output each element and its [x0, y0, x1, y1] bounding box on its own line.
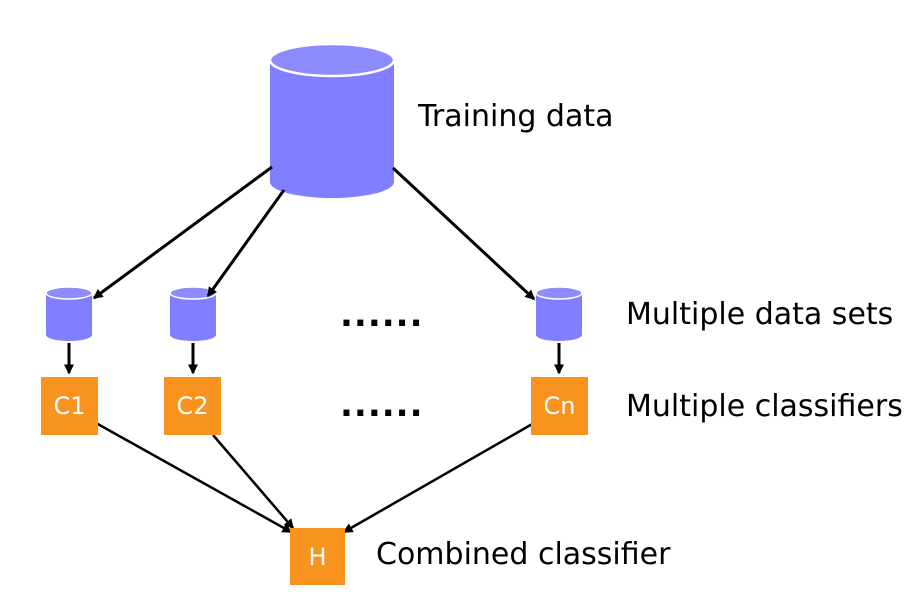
datasets-ellipsis: ...... [340, 295, 424, 335]
arrow-c2-to-h [212, 434, 294, 530]
combined-classifier-label: Combined classifier [376, 537, 671, 572]
multiple-data-sets-label: Multiple data sets [626, 297, 894, 332]
combined-classifier-box: H [290, 528, 345, 585]
classifier-box-cn: Cn [531, 377, 588, 435]
training-data-label: Training data [418, 99, 614, 134]
dataset-cylinder-n [535, 286, 583, 341]
multiple-classifiers-label: Multiple classifiers [626, 389, 903, 424]
arrow-c1-to-h [95, 421, 293, 534]
classifier-box-c1: C1 [41, 377, 98, 435]
arrow-training-to-set-n [391, 166, 536, 301]
dataset-cylinder-2 [169, 286, 217, 341]
arrow-training-to-set-1 [92, 165, 273, 300]
dataset-cylinder-1 [45, 286, 93, 341]
classifier-box-c2: C2 [164, 377, 221, 435]
arrow-cn-to-h [342, 421, 535, 534]
classifiers-ellipsis: ...... [340, 385, 424, 425]
arrow-training-to-set-2 [206, 189, 286, 298]
training-data-cylinder [268, 42, 396, 198]
